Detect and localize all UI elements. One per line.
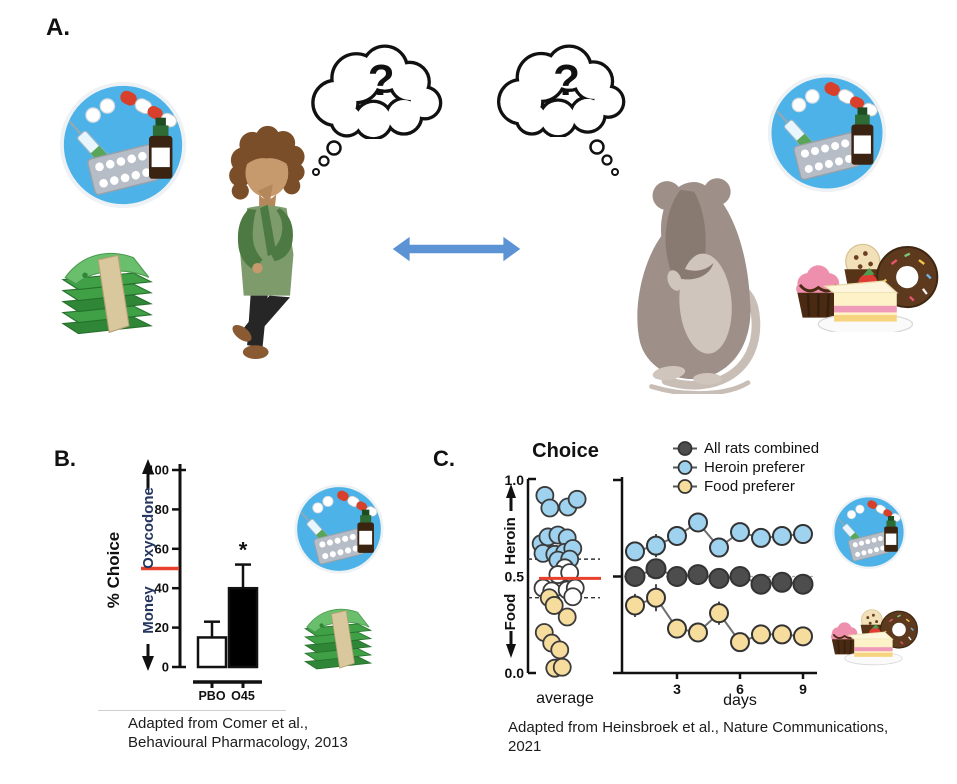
- svg-text:0.5: 0.5: [505, 569, 525, 585]
- question-mark: ?: [553, 56, 580, 105]
- svg-text:days: days: [723, 692, 757, 709]
- caption-line: Behavioural Pharmacology, 2013: [128, 734, 348, 751]
- panel-c-caption: Adapted from Heinsbroek et al., Nature C…: [508, 718, 928, 756]
- thought-bubble-rat: ?: [487, 44, 629, 176]
- svg-text:*: *: [239, 538, 248, 563]
- svg-text:80: 80: [155, 502, 169, 517]
- drugs-icon: [831, 494, 907, 570]
- svg-text:6: 6: [736, 681, 744, 697]
- legend-marker-icon: [673, 460, 697, 475]
- drugs-icon: [766, 72, 888, 194]
- svg-text:9: 9: [799, 681, 807, 697]
- panel-a-label: A.: [46, 14, 70, 41]
- svg-text:average: average: [536, 690, 594, 707]
- svg-text:40: 40: [155, 581, 169, 596]
- money-stack-icon: [52, 228, 162, 340]
- caption-line: 2021: [508, 738, 542, 755]
- legend-label: Heroin preferer: [704, 459, 805, 476]
- panel-c-label: C.: [433, 446, 455, 471]
- svg-text:Money: Money: [140, 586, 157, 634]
- caption-line: Adapted from Comer et al.,: [128, 715, 309, 732]
- svg-text:60: 60: [155, 541, 169, 556]
- svg-text:Heroin: Heroin: [502, 517, 519, 565]
- svg-text:20: 20: [155, 620, 169, 635]
- svg-text:O45: O45: [231, 689, 255, 703]
- legend-item-all-rats: All rats combined: [672, 439, 819, 458]
- panel-b-label: B.: [54, 446, 76, 471]
- svg-text:Oxycodone: Oxycodone: [140, 487, 157, 569]
- legend-item-food-preferer: Food preferer: [672, 477, 819, 496]
- svg-text:Food: Food: [502, 594, 519, 631]
- svg-text:PBO: PBO: [198, 689, 225, 703]
- rat-icon: [613, 166, 775, 394]
- panel-b-caption: Adapted from Comer et al., Behavioural P…: [128, 714, 378, 752]
- panel-c-line-chart: 3 6 9 days: [613, 477, 817, 709]
- thought-bubble-icon: [487, 44, 629, 176]
- drugs-icon: [58, 80, 188, 210]
- legend-marker-icon: [673, 479, 697, 494]
- svg-text:1.0: 1.0: [505, 472, 525, 488]
- question-mark: ?: [367, 56, 395, 105]
- desserts-icon: [784, 230, 952, 332]
- thought-bubble-human: ?: [300, 44, 445, 176]
- panel-c-title: Choice: [532, 440, 599, 462]
- money-stack-icon: [297, 592, 379, 672]
- double-arrow-icon: [389, 234, 524, 264]
- legend-marker-icon: [673, 441, 697, 456]
- svg-text:3: 3: [673, 681, 681, 697]
- thought-bubble-icon: [300, 44, 445, 176]
- divider: [98, 710, 286, 711]
- legend-label: Food preferer: [704, 478, 795, 495]
- svg-text:% Choice: % Choice: [104, 532, 123, 609]
- legend-label: All rats combined: [704, 440, 820, 457]
- legend: All rats combined Heroin preferer Food p…: [672, 439, 819, 496]
- svg-text:0: 0: [162, 660, 169, 675]
- svg-text:0.0: 0.0: [505, 665, 525, 681]
- drugs-icon: [293, 483, 385, 575]
- desserts-icon: [827, 591, 923, 673]
- caption-line: Adapted from Heinsbroek et al., Nature C…: [508, 719, 889, 736]
- legend-item-heroin-preferer: Heroin preferer: [672, 458, 819, 477]
